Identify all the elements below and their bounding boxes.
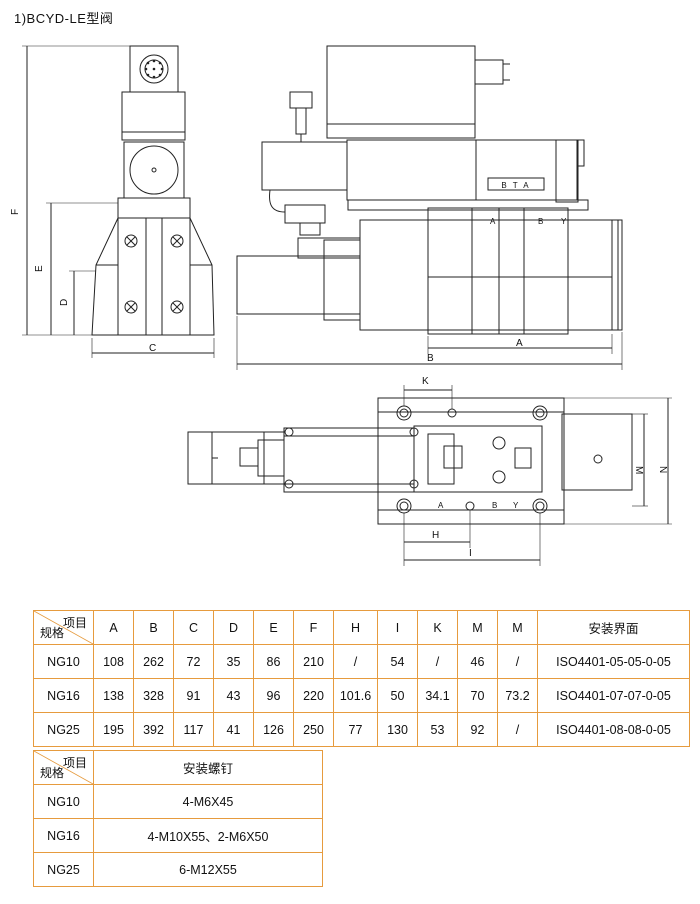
port-label-a: A	[490, 217, 496, 226]
dim-label-e: E	[34, 265, 45, 272]
table-cell: 126	[253, 712, 294, 747]
corner-label-item: 项目	[62, 756, 87, 770]
table-cell: 4-M10X55、2-M6X50	[93, 818, 323, 853]
table-cell: /	[497, 712, 538, 747]
row-spec-cell: NG25	[33, 712, 94, 747]
table-row: NG25 6-M12X55	[33, 852, 323, 887]
table-cell: 72	[173, 644, 214, 679]
table-cell: 92	[457, 712, 498, 747]
header-cell: A	[93, 610, 134, 645]
top-view	[187, 385, 672, 566]
table-row: NG10 4-M6X45	[33, 784, 323, 819]
side-view	[22, 45, 215, 358]
table-cell: /	[497, 644, 538, 679]
table-cell: ISO4401-07-07-0-05	[537, 678, 690, 713]
table-row: NG16 4-M10X55、2-M6X50	[33, 818, 323, 853]
header-cell: B	[133, 610, 174, 645]
table-cell: ISO4401-05-05-0-05	[537, 644, 690, 679]
header-cell: M	[497, 610, 538, 645]
table-header-row: 项目 规格 安装螺钉	[33, 750, 323, 785]
table-cell: /	[333, 644, 378, 679]
header-cell: F	[293, 610, 334, 645]
port-label-y: Y	[561, 217, 567, 226]
corner-label-item: 项目	[62, 616, 87, 630]
table-cell: 392	[133, 712, 174, 747]
table-cell: 210	[293, 644, 334, 679]
valve-drawings: F E D C A B K H I M N A B Y A B Y B T A	[10, 45, 672, 566]
corner-label-spec: 规格	[40, 626, 65, 640]
table-cell: 4-M6X45	[93, 784, 323, 819]
header-cell: 安装界面	[537, 610, 690, 645]
dim-label-m: M	[633, 466, 644, 474]
row-spec-cell: NG10	[33, 784, 94, 819]
table-header-row: 项目 规格 A B C D E F H I K M M 安装界面	[33, 610, 690, 645]
front-view	[236, 45, 623, 370]
table-cell: 130	[377, 712, 418, 747]
header-cell: I	[377, 610, 418, 645]
table-cell: 41	[213, 712, 254, 747]
top-port-label-y: Y	[513, 501, 519, 510]
table-cell: 54	[377, 644, 418, 679]
dim-label-d: D	[59, 299, 70, 306]
corner-label-spec: 规格	[40, 766, 65, 780]
table-cell: 91	[173, 678, 214, 713]
table-cell: 73.2	[497, 678, 538, 713]
header-cell: E	[253, 610, 294, 645]
header-cell: D	[213, 610, 254, 645]
table-cell: 46	[457, 644, 498, 679]
dim-label-c: C	[149, 343, 156, 354]
row-spec-cell: NG16	[33, 678, 94, 713]
table-cell: /	[417, 644, 458, 679]
row-spec-cell: NG25	[33, 852, 94, 887]
port-label-b: B	[538, 217, 543, 226]
table-cell: 50	[377, 678, 418, 713]
dim-label-n: N	[657, 466, 668, 473]
table-cell: 96	[253, 678, 294, 713]
table-cell: 138	[93, 678, 134, 713]
page-title: 1)BCYD-LE型阀	[14, 11, 114, 26]
row-spec-cell: NG16	[33, 818, 94, 853]
dim-label-h: H	[432, 530, 439, 541]
dim-label-i: I	[469, 548, 472, 559]
top-port-label-a: A	[438, 501, 444, 510]
table-corner-cell: 项目 规格	[33, 610, 94, 645]
table-cell: 220	[293, 678, 334, 713]
dim-label-k: K	[422, 376, 429, 387]
header-cell: H	[333, 610, 378, 645]
table-cell: 77	[333, 712, 378, 747]
dim-label-a: A	[516, 338, 523, 349]
table-cell: ISO4401-08-08-0-05	[537, 712, 690, 747]
table-cell: 117	[173, 712, 214, 747]
dim-label-b: B	[427, 353, 434, 364]
table-cell: 34.1	[417, 678, 458, 713]
table-row: NG10 108 262 72 35 86 210 / 54 / 46 / IS…	[33, 644, 690, 679]
spec-table: 项目 规格 A B C D E F H I K M M 安装界面 NG10 10…	[33, 610, 690, 747]
table-cell: 108	[93, 644, 134, 679]
table-cell: 101.6	[333, 678, 378, 713]
table-cell: 35	[213, 644, 254, 679]
table-cell: 195	[93, 712, 134, 747]
dim-label-f: F	[10, 209, 21, 215]
table-cell: 43	[213, 678, 254, 713]
table-cell: 262	[133, 644, 174, 679]
brand-plate-text: B T A	[501, 181, 530, 190]
row-spec-cell: NG10	[33, 644, 94, 679]
table-corner-cell: 项目 规格	[33, 750, 94, 785]
top-port-label-b: B	[492, 501, 497, 510]
header-cell: 安装螺钉	[93, 750, 323, 785]
table-cell: 70	[457, 678, 498, 713]
table-cell: 86	[253, 644, 294, 679]
header-cell: M	[457, 610, 498, 645]
table-cell: 53	[417, 712, 458, 747]
table-cell: 6-M12X55	[93, 852, 323, 887]
table-cell: 250	[293, 712, 334, 747]
table-cell: 328	[133, 678, 174, 713]
table-row: NG25 195 392 117 41 126 250 77 130 53 92…	[33, 712, 690, 747]
header-cell: K	[417, 610, 458, 645]
table-row: NG16 138 328 91 43 96 220 101.6 50 34.1 …	[33, 678, 690, 713]
header-cell: C	[173, 610, 214, 645]
screw-table: 项目 规格 安装螺钉 NG10 4-M6X45 NG16 4-M10X55、2-…	[33, 750, 323, 887]
